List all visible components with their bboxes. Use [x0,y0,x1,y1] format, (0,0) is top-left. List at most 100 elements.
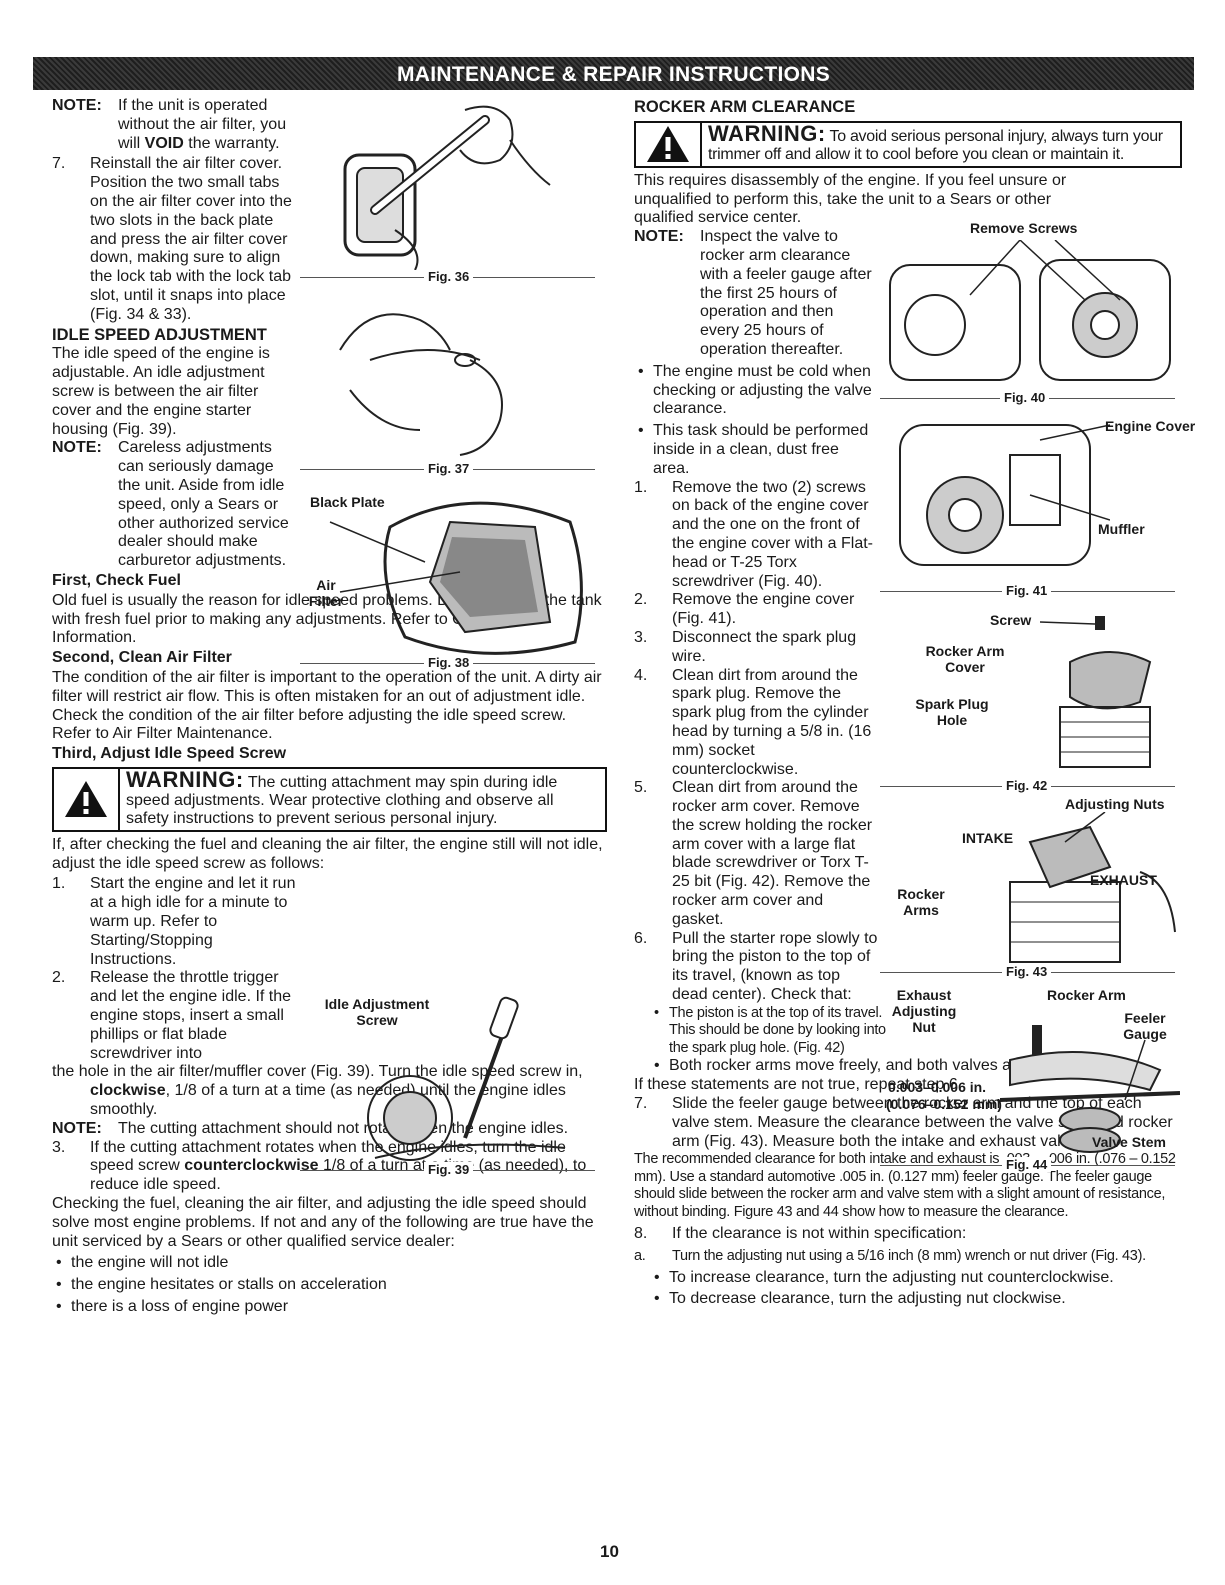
label-adjusting-nuts: Adjusting Nuts [1065,796,1165,812]
note-void: VOID [144,134,184,152]
fig-41-label: Fig. 41 [1002,583,1052,598]
fig-40-label: Fig. 40 [1000,390,1050,405]
left-column: NOTE: If the unit is operated without th… [52,97,607,1317]
label-rocker-arm: Rocker Arm [1047,987,1126,1003]
rocker-step-8: 8.If the clearance is not within specifi… [634,1225,967,1243]
note-text: The cutting attachment should not rotate… [118,1119,569,1137]
step-7-reinstall: 7. Reinstall the air filter cover. Posit… [52,155,297,324]
fig-41-illustration [899,424,1110,566]
note-no-rotate: NOTE: The cutting attachment should not … [52,1120,607,1139]
step-text: Release the throttle trigger and let the… [90,969,292,1062]
step-text: Reinstall the air filter cover. Position… [90,155,292,323]
third-adjust-heading: Third, Adjust Idle Speed Screw [52,745,287,763]
fig-36-label: Fig. 36 [424,269,474,284]
idle-speed-heading: IDLE SPEED ADJUSTMENT [52,325,267,344]
step-number: 7. [52,155,66,173]
list-item: •To decrease clearance, turn the adjusti… [654,1290,1066,1308]
fig-44-illustration [1000,1025,1180,1153]
label-muffler: Muffler [1098,521,1145,537]
summary-text: Checking the fuel, cleaning the air filt… [52,1195,594,1250]
step-number: 2. [52,969,66,987]
right-column: ROCKER ARM CLEARANCE WARNING: To avoid s… [634,97,1182,1309]
rocker-step-6: 6.Pull the starter rope slowly to bring … [634,929,878,1004]
label-exhaust: EXHAUST [1090,872,1157,888]
fig-38-label: Fig. 38 [424,655,474,670]
idle-step-3: 3. If the cutting attachment rotates whe… [52,1139,607,1195]
second-clean-filter-text: The condition of the air filter is impor… [52,668,602,743]
label-valve-stem: Valve Stem [1092,1134,1166,1150]
fig-38-illustration [329,501,583,655]
label-idle-screw: Idle Adjustment Screw [324,996,430,1028]
list-item: •The piston is at the top of its travel.… [654,1004,886,1056]
list-item: •To increase clearance, turn the adjusti… [654,1268,1114,1286]
idle-speed-text: The idle speed of the engine is adjustab… [52,345,270,438]
page-number: 10 [600,1542,619,1561]
fig-42-illustration [1040,616,1152,768]
fig-43-illustration [1009,812,1176,963]
label-rocker-arms: Rocker Arms [897,886,945,918]
step-number: 1. [52,875,66,893]
label-clearance-in: 0.003–0.006 in. [888,1079,987,1095]
label-remove-screws: Remove Screws [970,220,1078,236]
rocker-step-1: 1.Remove the two (2) screws on back of t… [634,478,873,590]
fig-40-illustration [889,240,1171,381]
recommend-text: The recommended clearance for both intak… [634,1151,1176,1220]
note-careless: NOTE: Careless adjustments can seriously… [52,439,294,571]
note-text: If the unit is operated without the air … [118,97,297,153]
after-checking-text: If, after checking the fuel and cleaning… [52,835,603,872]
step-text: Start the engine and let it run at a hig… [90,875,296,968]
label-air-filter: Air Filter [308,577,344,609]
label-feeler-gauge: Feeler Gauge [1123,1010,1167,1042]
fig-39-label: Fig. 39 [424,1162,474,1177]
note-label: NOTE: [52,439,102,457]
note-inspect: NOTE: Inspect the valve to rocker arm cl… [634,228,876,360]
idle-step-1: 1. Start the engine and let it run at a … [52,875,297,969]
fig-42-label: Fig. 42 [1002,778,1052,793]
rocker-step-a: a.Turn the adjusting nut using a 5/16 in… [634,1248,1146,1265]
warning-text: WARNING: To avoid serious personal injur… [702,120,1180,166]
idle-step-2: 2. Release the throttle trigger and let … [52,969,297,1063]
warning-box-idle: WARNING: The cutting attachment may spin… [52,766,607,832]
step-text: the hole in the air filter/muffler cover… [52,1063,583,1119]
repeat-text: If these statements are not true, repeat… [634,1076,963,1094]
rocker-step-5: 5.Clean dirt from around the rocker arm … [634,779,873,928]
fig-36-illustration [343,105,551,270]
warning-title: WARNING: [708,120,826,146]
rocker-step-3: 3.Disconnect the spark plug wire. [634,628,857,665]
warning-body: The cutting attachment may spin during i… [126,773,558,827]
warning-icon [54,768,120,830]
label-exhaust-nut: Exhaust Adjusting Nut [891,987,957,1035]
fig-37-illustration [339,313,503,456]
label-spark-hole: Spark Plug Hole [915,696,989,728]
label-engine-cover: Engine Cover [1105,418,1196,434]
note-label: NOTE: [634,228,684,246]
label-black-plate: Black Plate [310,494,385,510]
first-check-fuel-heading: First, Check Fuel [52,571,181,589]
label-screw: Screw [990,612,1032,628]
note-text: Inspect the valve to rocker arm clearanc… [700,228,872,358]
note-void-warranty: NOTE: If the unit is operated without th… [52,97,297,153]
intro-text: This requires disassembly of the engine.… [634,171,1067,227]
list-item: •Both rocker arms move freely, and both … [654,1057,1076,1075]
warning-box-rocker: WARNING: To avoid serious personal injur… [634,120,1182,168]
second-clean-filter-heading: Second, Clean Air Filter [52,649,232,667]
label-rocker-cover: Rocker Arm Cover [925,643,1005,675]
note-text-a: If the unit is operated without the air … [118,97,287,152]
warning-title: WARNING: [126,766,244,792]
warning-text: WARNING: The cutting attachment may spin… [120,766,605,830]
rocker-arm-heading: ROCKER ARM CLEARANCE [634,98,856,116]
fig-39-illustration [367,996,566,1161]
warning-body: To avoid serious personal injury, always… [708,127,1163,163]
section-banner: MAINTENANCE & REPAIR INSTRUCTIONS [33,57,1194,90]
note-label: NOTE: [52,97,102,114]
step-text: If the cutting attachment rotates when t… [90,1138,587,1194]
rocker-step-2: 2.Remove the engine cover (Fig. 41). [634,591,855,628]
note-text: Careless adjustments can seriously damag… [118,439,289,570]
step-number: 3. [52,1138,66,1156]
fig-37-label: Fig. 37 [424,461,474,476]
fig-43-label: Fig. 43 [1002,964,1052,979]
list-item: •The engine must be cold when checking o… [638,362,872,418]
label-intake: INTAKE [962,830,1014,846]
note-label: NOTE: [52,1119,102,1137]
idle-step-2-cont: the hole in the air filter/muffler cover… [52,1063,607,1119]
